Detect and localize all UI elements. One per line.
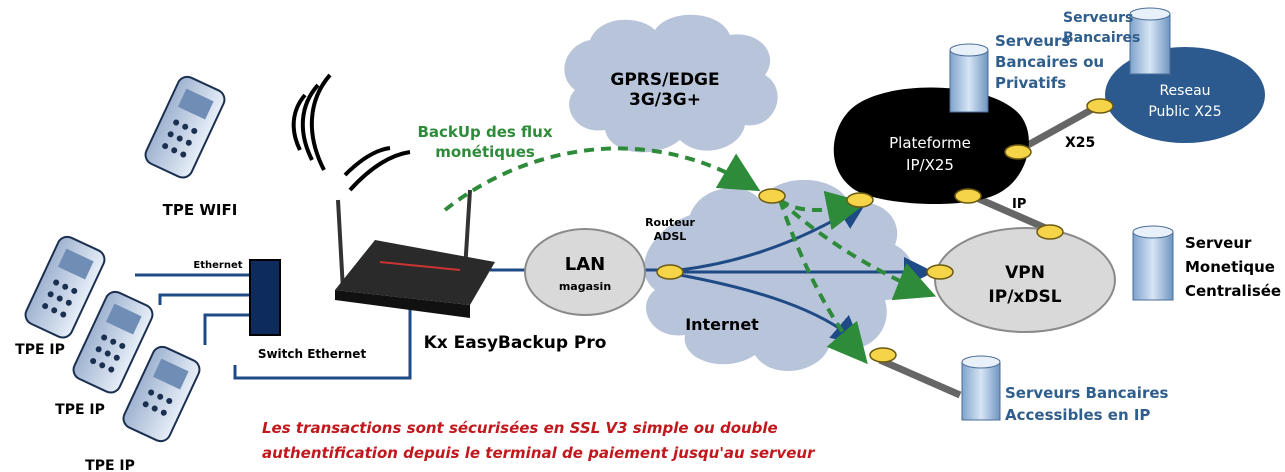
- lan-title: LAN: [565, 254, 605, 275]
- tpe-ip-label-2: TPE IP: [55, 402, 105, 418]
- plateforme-label-1: Plateforme: [889, 134, 971, 152]
- srv-priv-2: Bancaires ou: [995, 53, 1104, 71]
- internet-label: Internet: [685, 315, 759, 334]
- ethernet-wires: [135, 268, 660, 380]
- router-icon: [656, 98, 1114, 363]
- wifi-waves-icon: [291, 73, 411, 192]
- backup-label-2: monétiques: [435, 143, 535, 161]
- srv-priv-1: Serveurs: [995, 32, 1070, 50]
- srv-ip-2: Accessibles en IP: [1005, 406, 1150, 424]
- x25-network-2: Public X25: [1148, 104, 1221, 120]
- switch-icon: [249, 259, 281, 336]
- plateforme-ipx25: [833, 87, 1029, 205]
- backup-label-1: BackUp des flux: [417, 123, 552, 141]
- vpn-ellipse: [934, 227, 1116, 333]
- payment-terminal-icon: [24, 75, 226, 443]
- srv-priv-3: Privatifs: [995, 74, 1066, 92]
- kx-label: Kx EasyBackup Pro: [424, 333, 607, 353]
- tpe-ip-label-1: TPE IP: [15, 342, 65, 358]
- srv-top-2: Bancaires: [1063, 30, 1140, 46]
- lan-sub: magasin: [559, 280, 611, 293]
- ip-link-label: IP: [1012, 197, 1026, 212]
- x25-link-label: X25: [1065, 135, 1095, 151]
- footer-line-1: Les transactions sont sécurisées en SSL …: [262, 419, 778, 437]
- footer-line-2: authentification depuis le terminal de p…: [262, 444, 816, 462]
- tpe-wifi-label: TPE WIFI: [163, 201, 238, 219]
- gprs-label-2: 3G/3G+: [629, 90, 701, 110]
- gprs-label-1: GPRS/EDGE: [610, 70, 719, 90]
- vpn-title: VPN: [1005, 263, 1045, 283]
- tpe-ip-label-3: TPE IP: [85, 458, 135, 472]
- srv-monetique-1: Serveur: [1185, 234, 1252, 252]
- srv-ip-1: Serveurs Bancaires: [1005, 384, 1169, 402]
- ethernet-label: Ethernet: [193, 260, 242, 271]
- gprs-cloud: [564, 14, 778, 153]
- srv-monetique-3: Centralisée: [1185, 282, 1281, 300]
- vpn-sub: IP/xDSL: [988, 287, 1061, 307]
- routeur-label-2: ADSL: [654, 230, 687, 243]
- backup-routes: [443, 146, 937, 365]
- routeur-label-1: Routeur: [645, 216, 695, 229]
- srv-top-1: Serveurs: [1063, 10, 1133, 26]
- x25-network-1: Reseau: [1159, 83, 1210, 99]
- plateforme-label-2: IP/X25: [906, 156, 954, 174]
- lan-ellipse: [524, 228, 646, 316]
- switch-label: Switch Ethernet: [258, 347, 367, 361]
- database-icon: [949, 7, 1174, 421]
- adsl-modem-icon: [335, 189, 495, 318]
- srv-monetique-2: Monetique: [1185, 258, 1275, 276]
